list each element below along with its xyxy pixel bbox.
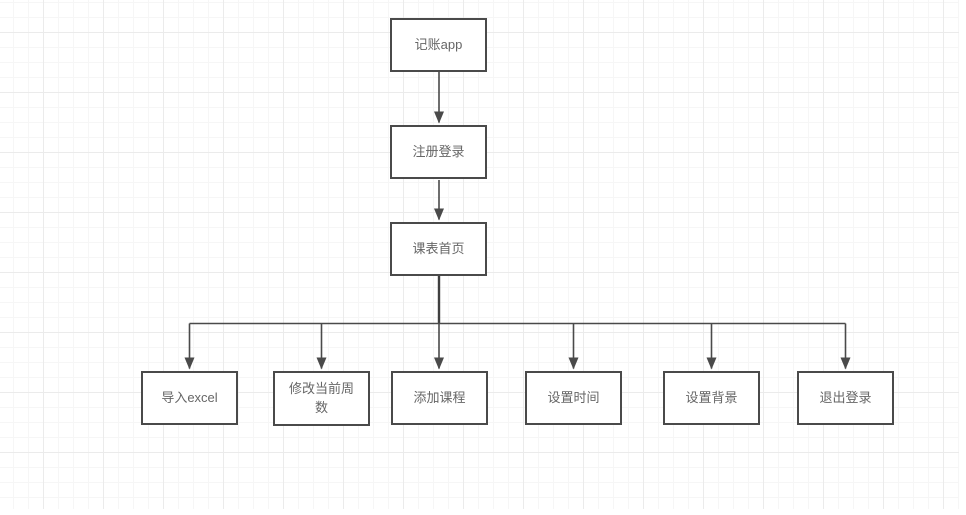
flow-node-add-course[interactable]: 添加课程 — [391, 371, 488, 425]
node-label: 设置时间 — [547, 389, 600, 405]
node-label: 注册登录 — [412, 143, 465, 159]
flow-node-timetable-home[interactable]: 课表首页 — [390, 222, 487, 276]
flow-node-bookkeeping-app[interactable]: 记账app — [390, 18, 487, 72]
flow-node-set-time[interactable]: 设置时间 — [525, 371, 622, 425]
flow-node-edit-current-week[interactable]: 修改当前周数 — [273, 371, 370, 426]
flow-node-set-background[interactable]: 设置背景 — [663, 371, 760, 425]
flow-node-logout[interactable]: 退出登录 — [797, 371, 894, 425]
flow-node-register-login[interactable]: 注册登录 — [390, 125, 487, 179]
node-label: 记账app — [414, 36, 463, 52]
node-label: 退出登录 — [819, 389, 872, 405]
node-label: 导入excel — [161, 389, 218, 405]
flow-node-import-excel[interactable]: 导入excel — [141, 371, 238, 425]
node-label: 设置背景 — [685, 389, 738, 405]
node-label: 添加课程 — [413, 389, 466, 405]
node-label: 修改当前周数 — [288, 381, 354, 415]
node-label: 课表首页 — [412, 240, 465, 256]
